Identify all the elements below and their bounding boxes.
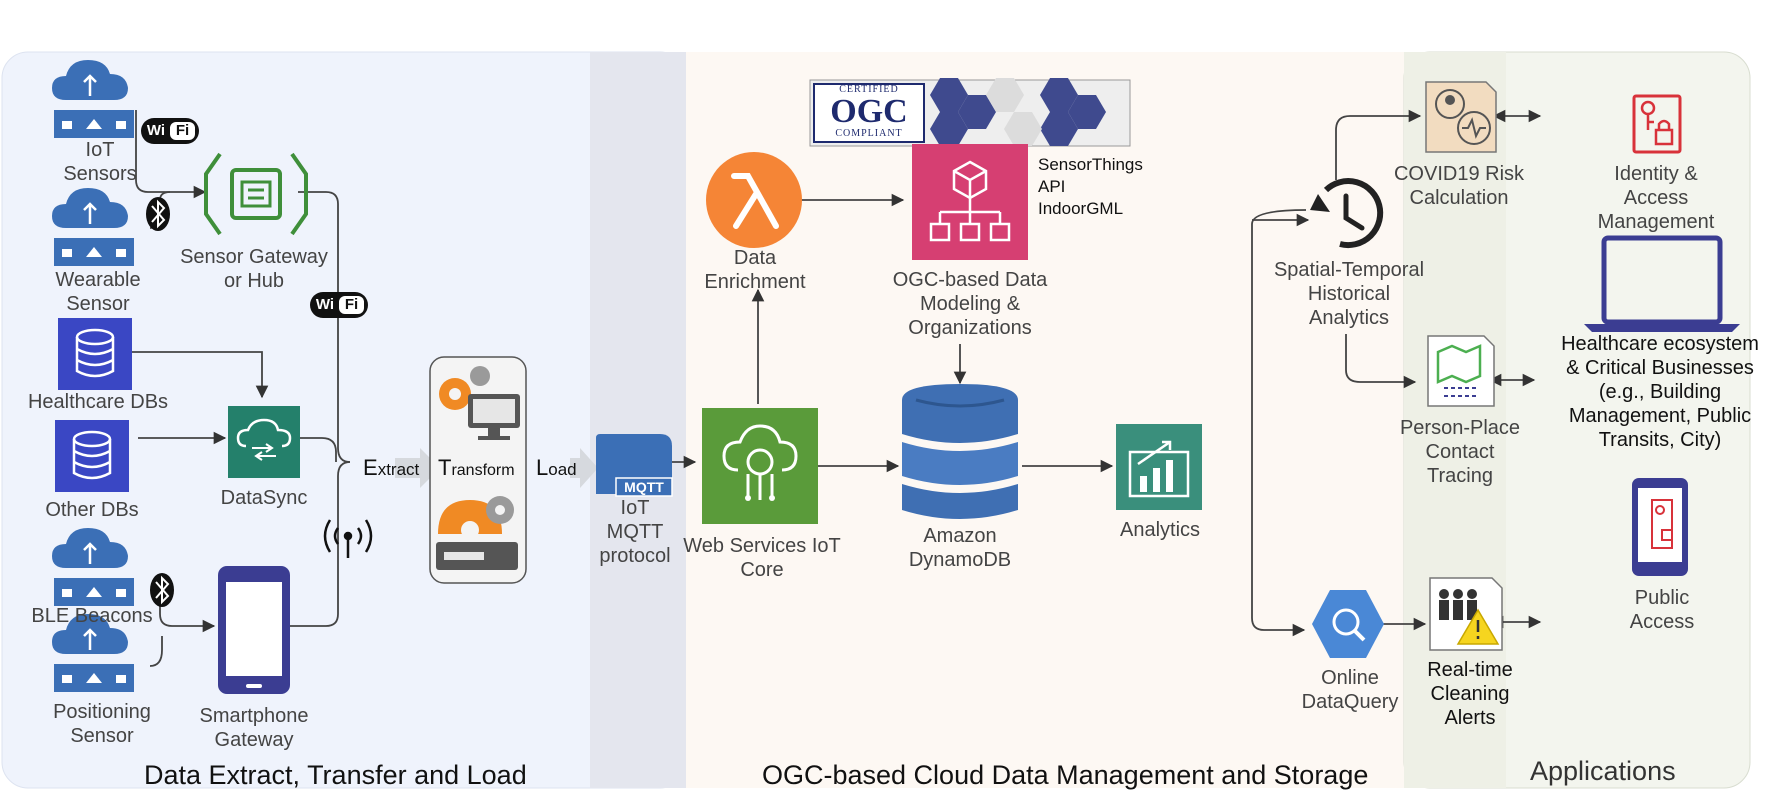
gear-monitor-icon	[439, 366, 520, 440]
wifi-badge-icon	[310, 292, 368, 318]
ogc-certified-text: CERTIFIED	[839, 84, 899, 95]
ogc-data-modeling-icon	[912, 144, 1028, 260]
wifi-badge-label: Fi	[344, 296, 359, 313]
person-place-map-icon	[1427, 335, 1495, 407]
public-access-phone-icon	[1632, 478, 1688, 576]
identity-access-icon	[1632, 94, 1682, 154]
wifi-badge-icon	[141, 118, 199, 144]
wifi-badge-label: Wi	[315, 296, 335, 313]
cloud-apps-overlap	[1404, 52, 1506, 788]
covid-risk-doc-icon	[1425, 81, 1497, 153]
cleaning-alerts-icon	[1429, 577, 1503, 651]
dynamodb-icon	[902, 384, 1018, 519]
etl-cloud-overlap	[590, 52, 686, 788]
smartphone-icon	[218, 566, 290, 694]
other-dbs-label: Other DBs	[45, 499, 139, 521]
ble-beacons-icon	[52, 528, 134, 606]
other-db-icon	[55, 420, 129, 492]
antenna-icon	[323, 519, 373, 558]
ogc-certified-logo	[809, 78, 1131, 147]
positioning-sensor-icon	[52, 614, 134, 692]
transform-box	[429, 356, 527, 584]
sensor-gateway-icon	[204, 152, 308, 236]
wifi-badge-label: Fi	[175, 122, 190, 139]
healthcare-db-icon	[58, 318, 132, 390]
iot-sensors-icon	[52, 60, 134, 138]
datasync-icon	[228, 406, 300, 478]
healthcare-ecosystem-label: Healthcare ecosystem& Critical Businesse…	[1561, 333, 1759, 451]
mqtt-icon	[596, 434, 673, 497]
wifi-badge-label: Wi	[146, 122, 166, 139]
iot-core-icon	[702, 408, 818, 524]
history-clock-icon	[1310, 178, 1384, 249]
etl-section-title: Data Extract, Transfer and Load	[144, 760, 527, 790]
bluetooth-icon	[150, 573, 174, 607]
ogc-logo-text: OGC	[830, 93, 908, 130]
analytics-icon	[1116, 424, 1202, 510]
mqtt-badge-label: MQTT	[624, 479, 664, 495]
laptop-icon	[1584, 235, 1740, 332]
gear-server-icon	[436, 496, 518, 570]
bluetooth-icon	[146, 197, 170, 231]
load-label: Load	[536, 455, 577, 480]
transform-label: Transform	[438, 455, 515, 480]
dataquery-icon	[1312, 590, 1384, 658]
analytics-label: Analytics	[1119, 519, 1201, 541]
datasync-label: DataSync	[220, 487, 308, 509]
cloud-section-title: OGC-based Cloud Data Management and Stor…	[762, 760, 1369, 790]
healthcare-dbs-label: Healthcare DBs	[27, 391, 169, 413]
extract-arrow	[395, 448, 440, 488]
apps-section-title: Applications	[1530, 756, 1676, 786]
wearable-sensor-icon	[52, 188, 134, 266]
lambda-icon	[706, 152, 802, 248]
extract-label: Extract	[363, 455, 420, 480]
load-arrow	[570, 448, 598, 488]
connectors	[132, 109, 1542, 667]
ble-beacons-label: BLE Beacons	[31, 605, 153, 627]
ogc-compliant-text: COMPLIANT	[835, 128, 903, 139]
